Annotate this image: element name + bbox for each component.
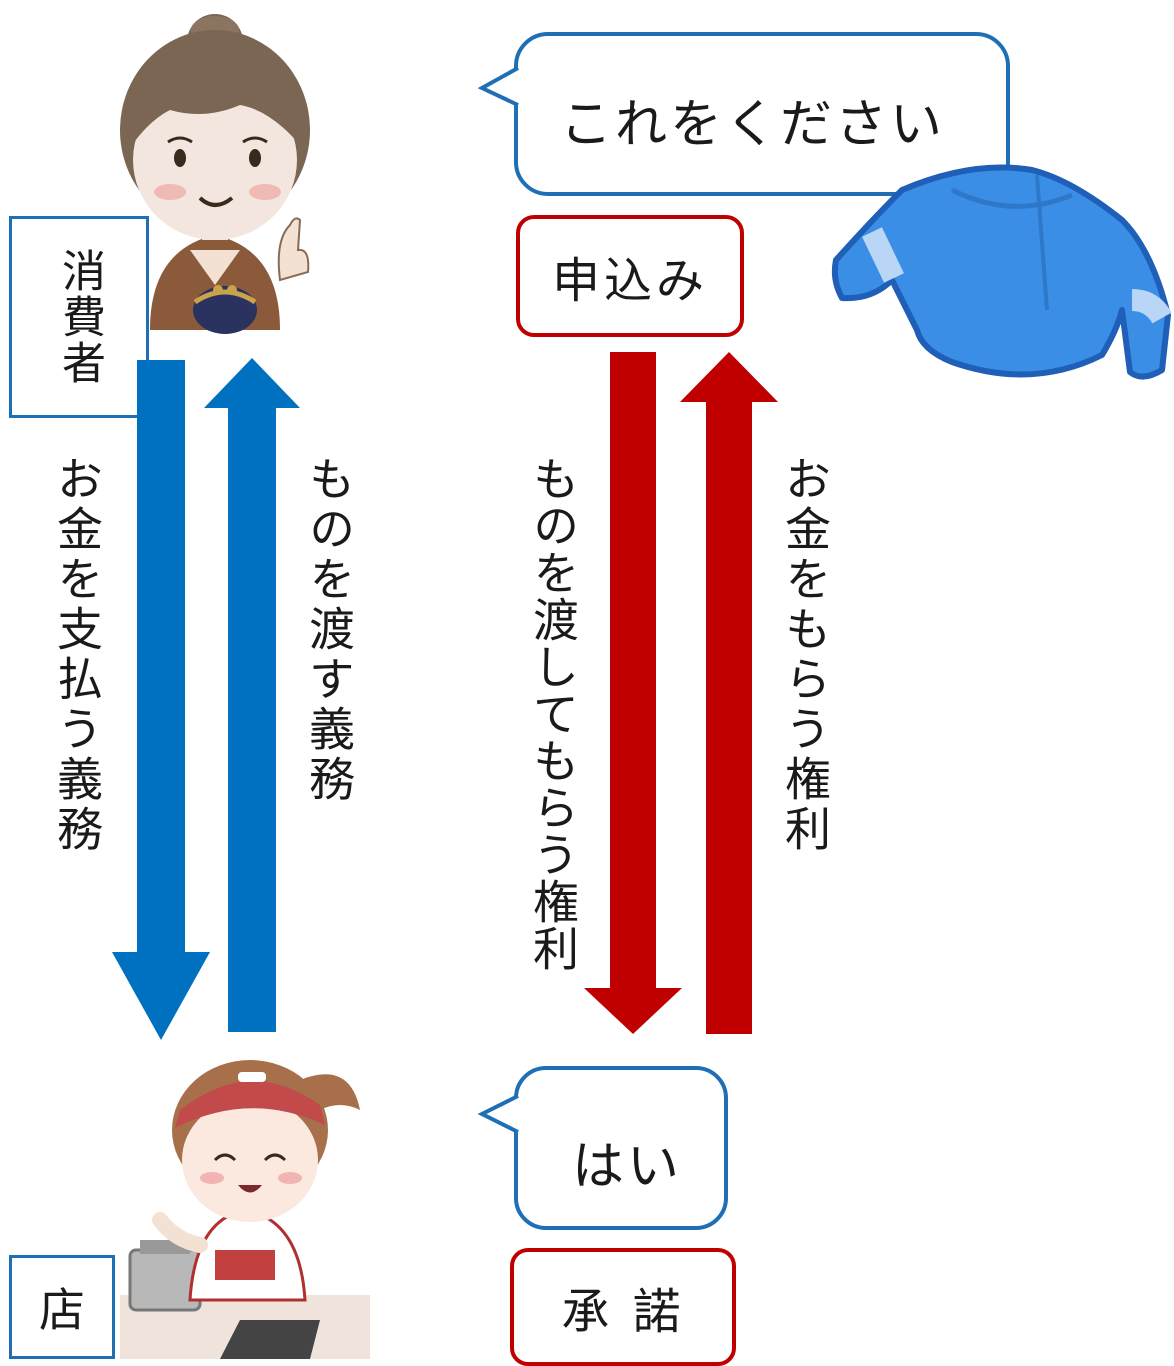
receive-goods-right-label: ものを渡してもらう権利	[526, 455, 580, 972]
request-bubble-text: これをください	[560, 95, 946, 155]
consumer-label: 消費者	[54, 248, 105, 386]
receive-goods-right-arrow	[584, 352, 682, 1034]
consumer-label-box: 消費者	[9, 216, 149, 418]
reply-bubble-text: はい	[572, 1137, 683, 1197]
acceptance-term: 承 諾	[510, 1248, 736, 1366]
payment-obligation-label: お金を支払う義務	[50, 455, 104, 855]
offer-term: 申込み	[516, 215, 744, 337]
delivery-obligation-label: ものを渡す義務	[302, 455, 356, 805]
reply-bubble	[477, 1066, 728, 1230]
payment-obligation-arrow	[112, 360, 210, 1040]
request-bubble	[477, 32, 1010, 196]
delivery-obligation-arrow	[204, 358, 300, 1032]
shop-illustration	[120, 1060, 370, 1359]
receive-money-right-arrow	[680, 352, 778, 1034]
consumer-illustration	[120, 14, 310, 334]
sweater-illustration	[831, 164, 1172, 380]
shop-label: 店	[39, 1283, 85, 1337]
receive-money-right-label: お金をもらう権利	[778, 455, 832, 855]
shop-label-box: 店	[9, 1255, 115, 1359]
